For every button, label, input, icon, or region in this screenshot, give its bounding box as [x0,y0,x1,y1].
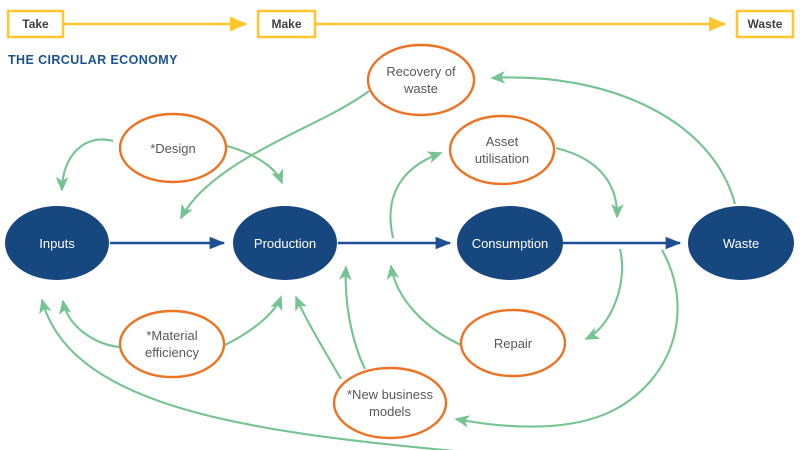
repair-label: Repair [494,336,533,351]
material-label-line1: *Material [146,328,197,343]
consumption-label: Consumption [472,236,549,251]
flow-recovery-to-input-line [180,90,370,220]
flow-bottom-loop-to-inputs [39,298,455,450]
loop-nodes: *Design Recovery of waste Asset utilisat… [118,43,567,440]
new-business-label-line2: models [369,404,411,419]
flow-newbusiness-to-line [338,265,366,370]
waste-node-label: Waste [723,236,759,251]
flow-waste-to-recovery [490,71,737,205]
material-node [118,309,226,379]
new-business-node [332,366,448,440]
inputs-label: Inputs [39,236,75,251]
design-label: *Design [150,141,196,156]
flow-material-to-inputs [58,299,120,349]
make-label: Make [271,17,301,31]
repair-node [459,308,567,378]
flow-line-to-repair [584,248,624,340]
production-node [233,206,337,280]
make-box [256,9,317,39]
asset-label-line1: Asset [486,134,519,149]
flow-design-to-inputs [55,138,114,192]
flow-design-to-production [226,144,284,185]
take-label: Take [22,17,49,31]
green-loops [39,71,737,450]
recovery-label-line2: waste [403,81,438,96]
waste-box [735,9,795,39]
main-flow-nodes: Inputs Production Consumption Waste [5,206,794,280]
asset-node [448,114,556,186]
take-box [6,9,65,39]
consumption-node [457,206,563,280]
flow-line-to-asset [389,151,443,239]
material-label-line2: efficiency [145,345,199,360]
asset-label-line2: utilisation [475,151,529,166]
linear-chain: Take Make Waste [6,9,795,39]
recovery-label-line1: Recovery of [386,64,456,79]
inputs-node [5,206,109,280]
waste-box-label: Waste [748,17,783,31]
flow-material-to-production [222,295,283,347]
recovery-node [366,43,476,117]
waste-node [688,206,794,280]
production-label: Production [254,236,316,251]
design-node [118,112,228,184]
page-title: THE CIRCULAR ECONOMY [8,53,178,67]
flow-repair-to-line [386,264,462,346]
flow-asset-to-line [555,146,624,219]
flow-newbusiness-to-production [295,295,342,380]
flow-line-to-newbusiness [454,249,679,428]
new-business-label-line1: *New business [347,387,433,402]
